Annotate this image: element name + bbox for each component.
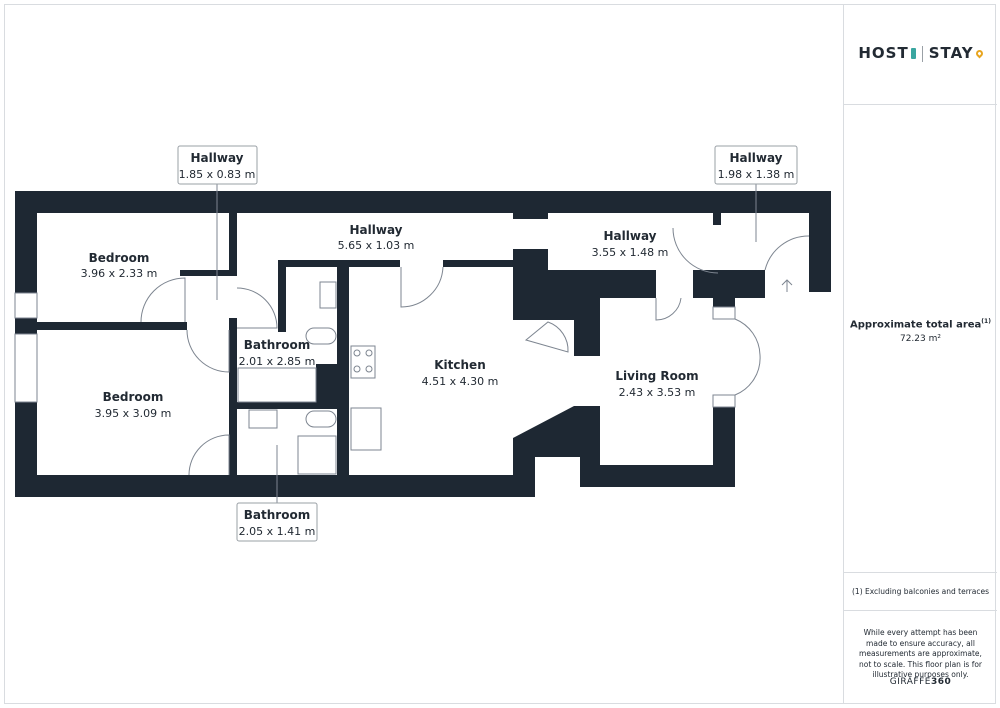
- door-hall-right: [672, 227, 719, 274]
- callout-bathroom-bottom: Bathroom 2.05 x 1.41 m: [236, 502, 318, 542]
- label-bedroom-2: Bedroom 3.95 x 3.09 m: [95, 390, 172, 420]
- label-living-room: Living Room 2.43 x 3.53 m: [615, 369, 698, 399]
- wall-living-east: [713, 298, 735, 307]
- label-bedroom-1: Bedroom 3.96 x 2.33 m: [81, 251, 158, 280]
- hob-ring: [365, 365, 373, 373]
- disclaimer: While every attempt has been made to ens…: [858, 628, 983, 679]
- callout-hallway-top-left: Hallway 1.85 x 0.83 m: [177, 145, 258, 185]
- wall-left-mid: [15, 318, 37, 334]
- footnote: (1) Excluding balconies and terraces: [852, 587, 989, 596]
- door-entrance: [764, 235, 810, 271]
- sidebar-divider: [844, 572, 997, 573]
- door-core: [524, 321, 569, 353]
- entrance-arrow-icon: [781, 279, 793, 292]
- wall-right-far: [809, 191, 831, 292]
- wall-left-upper: [15, 191, 37, 293]
- room-name: Bathroom: [244, 338, 310, 352]
- callout-hallway-top-right: Hallway 1.98 x 1.38 m: [714, 145, 798, 185]
- hob-ring: [365, 349, 373, 357]
- room-name: Hallway: [603, 229, 656, 243]
- room-dims: 3.96 x 2.33 m: [81, 267, 158, 280]
- door-bath1: [236, 287, 278, 329]
- host-stay-logo: HOST STAY: [844, 44, 997, 62]
- wall-bedroom1-east-stub: [180, 270, 237, 276]
- room-dims: 1.85 x 0.83 m: [179, 168, 256, 181]
- door-living-double: [734, 318, 761, 396]
- room-name: Hallway: [729, 151, 782, 165]
- shower: [297, 435, 337, 475]
- wall-right-stub2: [713, 213, 721, 225]
- walls: [14, 191, 831, 497]
- info-sidebar: HOST STAY Approximate total area(1) 72.23…: [843, 4, 997, 704]
- wall-bath-block: [316, 364, 337, 402]
- kitchen-sink: [350, 407, 382, 451]
- label-hallway-right: Hallway 3.55 x 1.48 m: [592, 229, 669, 259]
- brand-divider: [921, 45, 923, 62]
- wall-bedroom1-east: [229, 213, 237, 276]
- giraffe360-logo: GIRAFFE360: [889, 677, 952, 687]
- room-name: Hallway: [190, 151, 243, 165]
- brand-right: STAY: [928, 44, 974, 62]
- doors-and-fixtures: [140, 182, 810, 503]
- room-dims: 2.01 x 2.85 m: [239, 355, 316, 368]
- wall-left-lower: [15, 402, 37, 497]
- window-living-1: [712, 306, 736, 320]
- hob-ring: [353, 349, 361, 357]
- room-dims: 2.05 x 1.41 m: [239, 525, 316, 538]
- wall-bedroom-divider: [37, 322, 187, 330]
- wall-core-block: [513, 249, 656, 356]
- room-dims: 2.43 x 3.53 m: [619, 386, 696, 399]
- door-bedroom2: [186, 329, 230, 373]
- toilet-1: [305, 327, 337, 345]
- sink-1: [319, 281, 337, 309]
- wall-kitchen-top: [443, 260, 513, 267]
- room-name: Hallway: [349, 223, 402, 237]
- sidebar-divider: [844, 610, 997, 611]
- door-living: [655, 297, 682, 321]
- room-name: Bathroom: [244, 508, 310, 522]
- room-name: Kitchen: [434, 358, 486, 372]
- floor-plan: Hallway 1.85 x 0.83 m Hallway 1.98 x 1.3…: [14, 145, 831, 542]
- area-value: 72.23 m²: [899, 334, 941, 344]
- brand-mark-icon: [910, 48, 916, 59]
- room-dims: 3.55 x 1.48 m: [592, 246, 669, 259]
- room-name: Bedroom: [89, 251, 150, 265]
- label-kitchen: Kitchen 4.51 x 4.30 m: [422, 358, 499, 388]
- door-kitchen: [400, 266, 444, 308]
- room-name: Bedroom: [103, 390, 164, 404]
- wall-bottom-left: [15, 475, 535, 497]
- location-pin-icon: [974, 48, 985, 59]
- room-labels: Hallway 1.85 x 0.83 m Hallway 1.98 x 1.3…: [81, 145, 798, 542]
- bathtub: [237, 367, 317, 403]
- sink-2: [248, 409, 278, 429]
- sidebar-divider: [844, 104, 997, 105]
- window-left-1: [14, 292, 38, 319]
- room-dims: 5.65 x 1.03 m: [338, 239, 415, 252]
- wall-bath-divider: [237, 402, 337, 409]
- toilet-2: [305, 410, 337, 428]
- wall-bath-west: [229, 318, 237, 475]
- wall-top: [15, 191, 831, 213]
- hob: [350, 345, 376, 379]
- window-living-2: [712, 394, 736, 408]
- hob-ring: [353, 365, 361, 373]
- door-bedroom1: [140, 277, 186, 323]
- wall-living-lower: [513, 406, 735, 497]
- wall-right-stub: [693, 270, 765, 298]
- wall-bath-top-inner: [278, 260, 286, 332]
- room-dims: 4.51 x 4.30 m: [422, 375, 499, 388]
- area-footnote-mark: (1): [981, 318, 991, 325]
- area-title: Approximate total area(1): [850, 318, 991, 331]
- brand-left: HOST: [858, 44, 909, 62]
- door-bath2: [188, 434, 230, 476]
- wall-core: [513, 213, 548, 219]
- room-dims: 1.98 x 1.38 m: [718, 168, 795, 181]
- label-bathroom-1: Bathroom 2.01 x 2.85 m: [239, 338, 316, 368]
- room-dims: 3.95 x 3.09 m: [95, 407, 172, 420]
- page-frame: [4, 4, 996, 704]
- label-hallway-main: Hallway 5.65 x 1.03 m: [338, 223, 415, 252]
- window-left-2: [14, 333, 38, 403]
- wall-bath-east: [337, 260, 349, 475]
- room-name: Living Room: [615, 369, 698, 383]
